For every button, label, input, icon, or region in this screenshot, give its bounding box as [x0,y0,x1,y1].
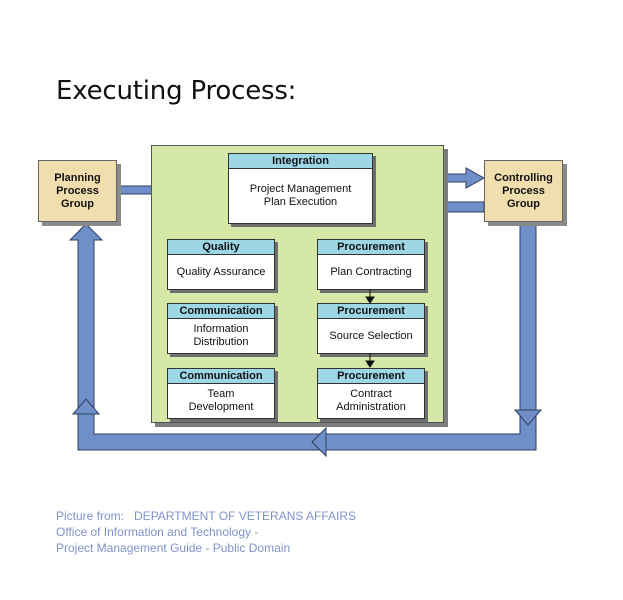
process-body-text: Quality Assurance [176,265,266,278]
process-header: Integration [229,154,372,169]
process-body: Team Development [168,384,274,418]
process-header: Communication [168,304,274,319]
process-communication-information: Communication Information Distribution [167,303,275,354]
page-title: Executing Process: [56,76,297,106]
process-procurement-contract: Procurement Contract Administration [317,368,425,419]
caption-line-1: Picture from: DEPARTMENT OF VETERANS AFF… [56,509,357,523]
process-procurement-plan: Procurement Plan Contracting [317,239,425,290]
caption-line-2: Office of Information and Technology - [56,525,259,539]
planning-process-group-label: Planning Process Group [54,171,101,210]
arrow-up-head [71,398,101,415]
planning-process-group: Planning Process Group [38,160,117,222]
process-header: Quality [168,240,274,255]
controlling-process-group-label: Controlling Process Group [494,171,553,210]
process-integration: Integration Project Management Plan Exec… [228,153,373,224]
process-body-text: Plan Contracting [330,265,412,278]
process-body-text: Contract Administration [336,388,406,413]
process-body: Source Selection [318,319,424,353]
process-procurement-source: Procurement Source Selection [317,303,425,354]
source-caption: Picture from: DEPARTMENT OF VETERANS AFF… [56,508,356,556]
process-quality: Quality Quality Assurance [167,239,275,290]
caption-line-3: Project Management Guide - Public Domain [56,541,291,555]
process-body-text: Project Management Plan Execution [249,183,352,208]
controlling-process-group: Controlling Process Group [484,160,563,222]
process-header: Procurement [318,369,424,384]
process-body: Quality Assurance [168,255,274,289]
process-header: Procurement [318,240,424,255]
process-body: Plan Contracting [318,255,424,289]
process-body-text: Team Development [188,388,254,413]
process-body: Contract Administration [318,384,424,418]
process-communication-team: Communication Team Development [167,368,275,419]
process-body: Information Distribution [168,319,274,353]
arrow-down-head [513,409,543,426]
process-header: Procurement [318,304,424,319]
process-body-text: Information Distribution [193,323,249,348]
process-body-text: Source Selection [329,329,413,342]
process-body: Project Management Plan Execution [229,169,372,223]
arrow-left-head [311,426,327,458]
process-header: Communication [168,369,274,384]
